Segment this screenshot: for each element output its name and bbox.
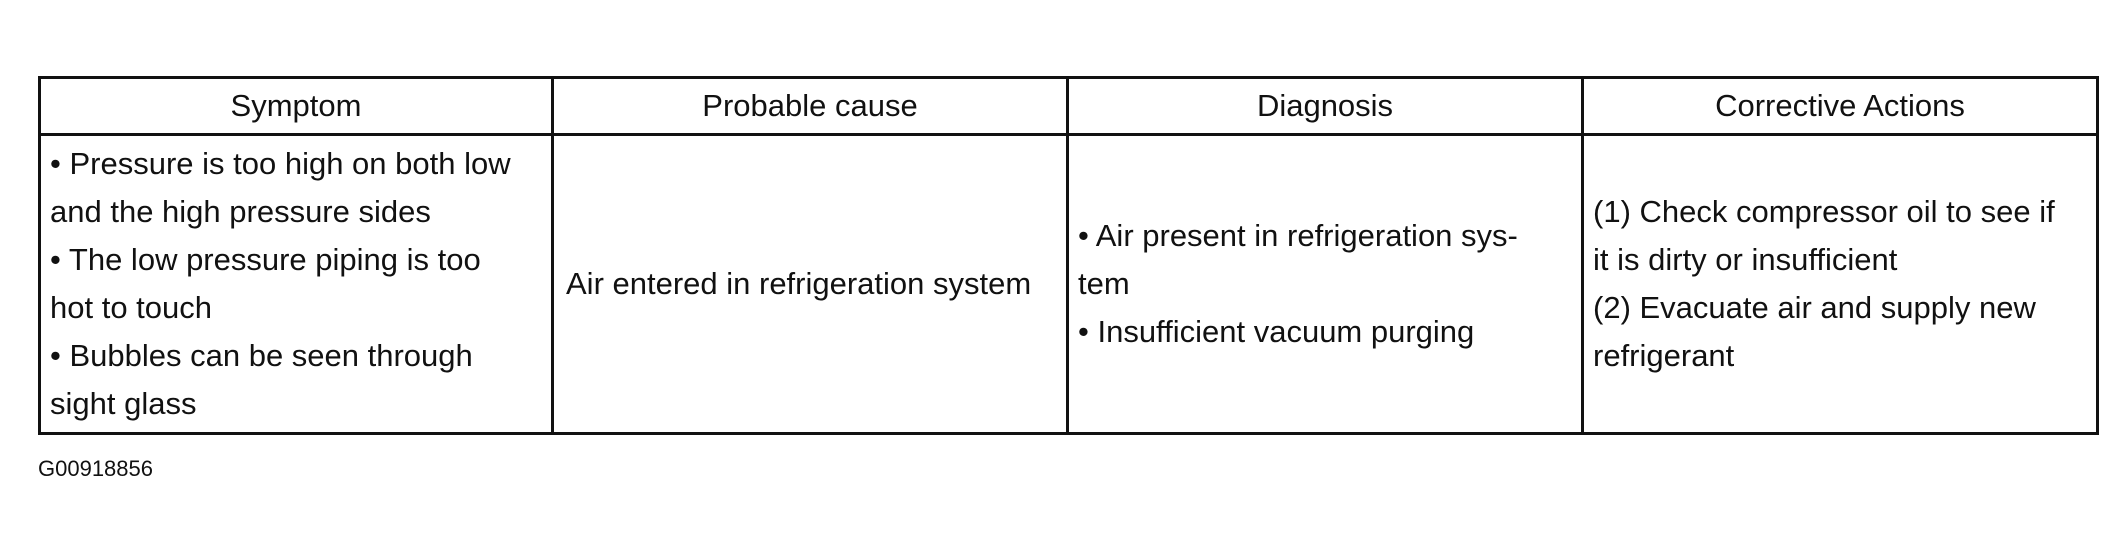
corrective-action-line: (1) Check compressor oil to see if — [1593, 194, 2055, 229]
corrective-action-line: refrigerant — [1593, 338, 1735, 373]
troubleshooting-table: Symptom Probable cause Diagnosis Correct… — [38, 76, 2099, 435]
diagnosis-line: tem — [1078, 266, 1130, 301]
header-probable-cause: Probable cause — [551, 76, 1069, 136]
symptom-line: • The low pressure piping is too — [50, 242, 481, 277]
diagnosis-line: • Air present in refrigeration sys- — [1078, 218, 1518, 253]
probable-cause-cell: Air entered in refrigeration system — [551, 133, 1069, 435]
header-corrective-actions: Corrective Actions — [1581, 76, 2099, 136]
symptom-line: hot to touch — [50, 290, 213, 325]
symptom-line: • Bubbles can be seen through — [50, 338, 473, 373]
diagnosis-line: • Insufficient vacuum purging — [1078, 314, 1475, 349]
symptom-cell: • Pressure is too high on both low and t… — [38, 133, 554, 435]
diagnosis-cell: • Air present in refrigeration sys- tem … — [1066, 133, 1584, 435]
table-row: • Pressure is too high on both low and t… — [38, 133, 2099, 435]
symptom-line: sight glass — [50, 386, 197, 421]
symptom-line: and the high pressure sides — [50, 194, 431, 229]
header-symptom: Symptom — [38, 76, 554, 136]
symptom-line: • Pressure is too high on both low — [50, 146, 511, 181]
figure-id: G00918856 — [38, 456, 153, 481]
table-header-row: Symptom Probable cause Diagnosis Correct… — [38, 76, 2099, 136]
header-diagnosis: Diagnosis — [1066, 76, 1584, 136]
corrective-action-line: it is dirty or insufficient — [1593, 242, 1898, 277]
corrective-action-line: (2) Evacuate air and supply new — [1593, 290, 2036, 325]
corrective-actions-cell: (1) Check compressor oil to see if it is… — [1581, 133, 2099, 435]
